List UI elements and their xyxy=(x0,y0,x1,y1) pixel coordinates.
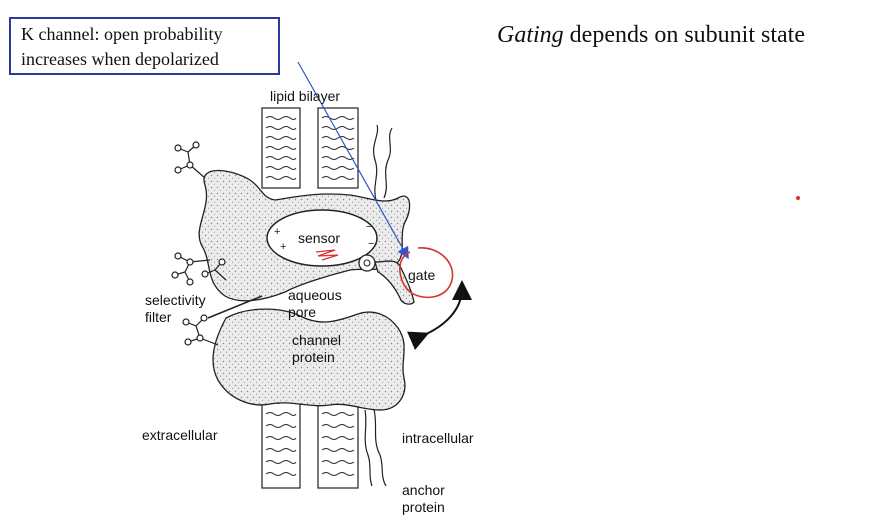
label-lipid-bilayer: lipid bilayer xyxy=(270,88,340,104)
label-aqueous-pore-2: pore xyxy=(288,304,316,320)
charge-marks: ++ − − xyxy=(274,221,374,253)
callout-pointer-line xyxy=(297,61,409,260)
callout-line-2: increases when depolarized xyxy=(21,49,219,69)
selectivity-pointer xyxy=(207,295,263,319)
title-emphasis: Gating xyxy=(497,22,564,48)
label-gate: gate xyxy=(408,267,435,283)
red-dot-mark xyxy=(796,196,800,200)
slide-title: Gating depends on subunit state xyxy=(497,22,805,49)
gate-circle-annotation xyxy=(399,247,454,299)
label-channel-protein-2: protein xyxy=(292,349,335,365)
svg-text:−: − xyxy=(366,221,372,233)
callout-line-1: K channel: open probability xyxy=(21,24,223,44)
lower-protein-subunit xyxy=(212,308,406,411)
label-aqueous-pore-1: aqueous xyxy=(288,287,342,303)
lipid-bilayer-top xyxy=(261,107,359,189)
label-selectivity-1: selectivity xyxy=(145,292,206,308)
svg-text:−: − xyxy=(368,238,374,250)
label-anchor-2: protein xyxy=(402,499,445,515)
gating-motion-arrow xyxy=(407,280,472,350)
callout-box: K channel: open probability increases wh… xyxy=(9,17,280,75)
hinge-icon xyxy=(358,254,376,272)
label-extracellular: extracellular xyxy=(142,427,218,443)
sugar-branches xyxy=(171,141,227,346)
anchor-tails xyxy=(364,124,393,487)
label-sensor: sensor xyxy=(298,230,340,246)
svg-text:+: + xyxy=(274,226,280,238)
label-anchor-1: anchor xyxy=(402,482,445,498)
svg-text:+: + xyxy=(280,241,286,253)
label-intracellular: intracellular xyxy=(402,430,474,446)
title-rest: depends on subunit state xyxy=(563,22,805,48)
sensor-scribble-annotation xyxy=(315,249,339,261)
sensor-oval xyxy=(266,209,378,267)
label-channel-protein-1: channel xyxy=(292,332,341,348)
label-selectivity-2: filter xyxy=(145,309,172,325)
